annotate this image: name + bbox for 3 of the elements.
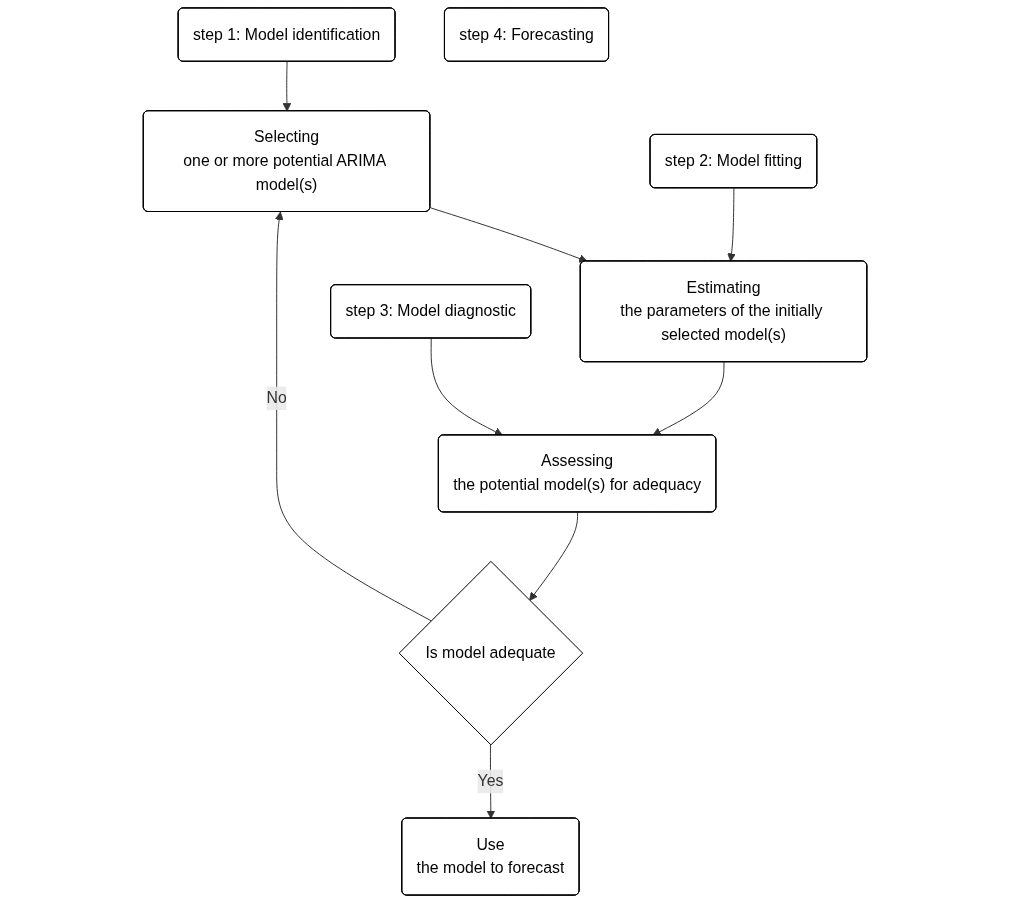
edge-label: Yes — [477, 772, 504, 790]
node-diamond: Is model adequate — [398, 560, 584, 746]
edge-label: No — [266, 389, 287, 407]
